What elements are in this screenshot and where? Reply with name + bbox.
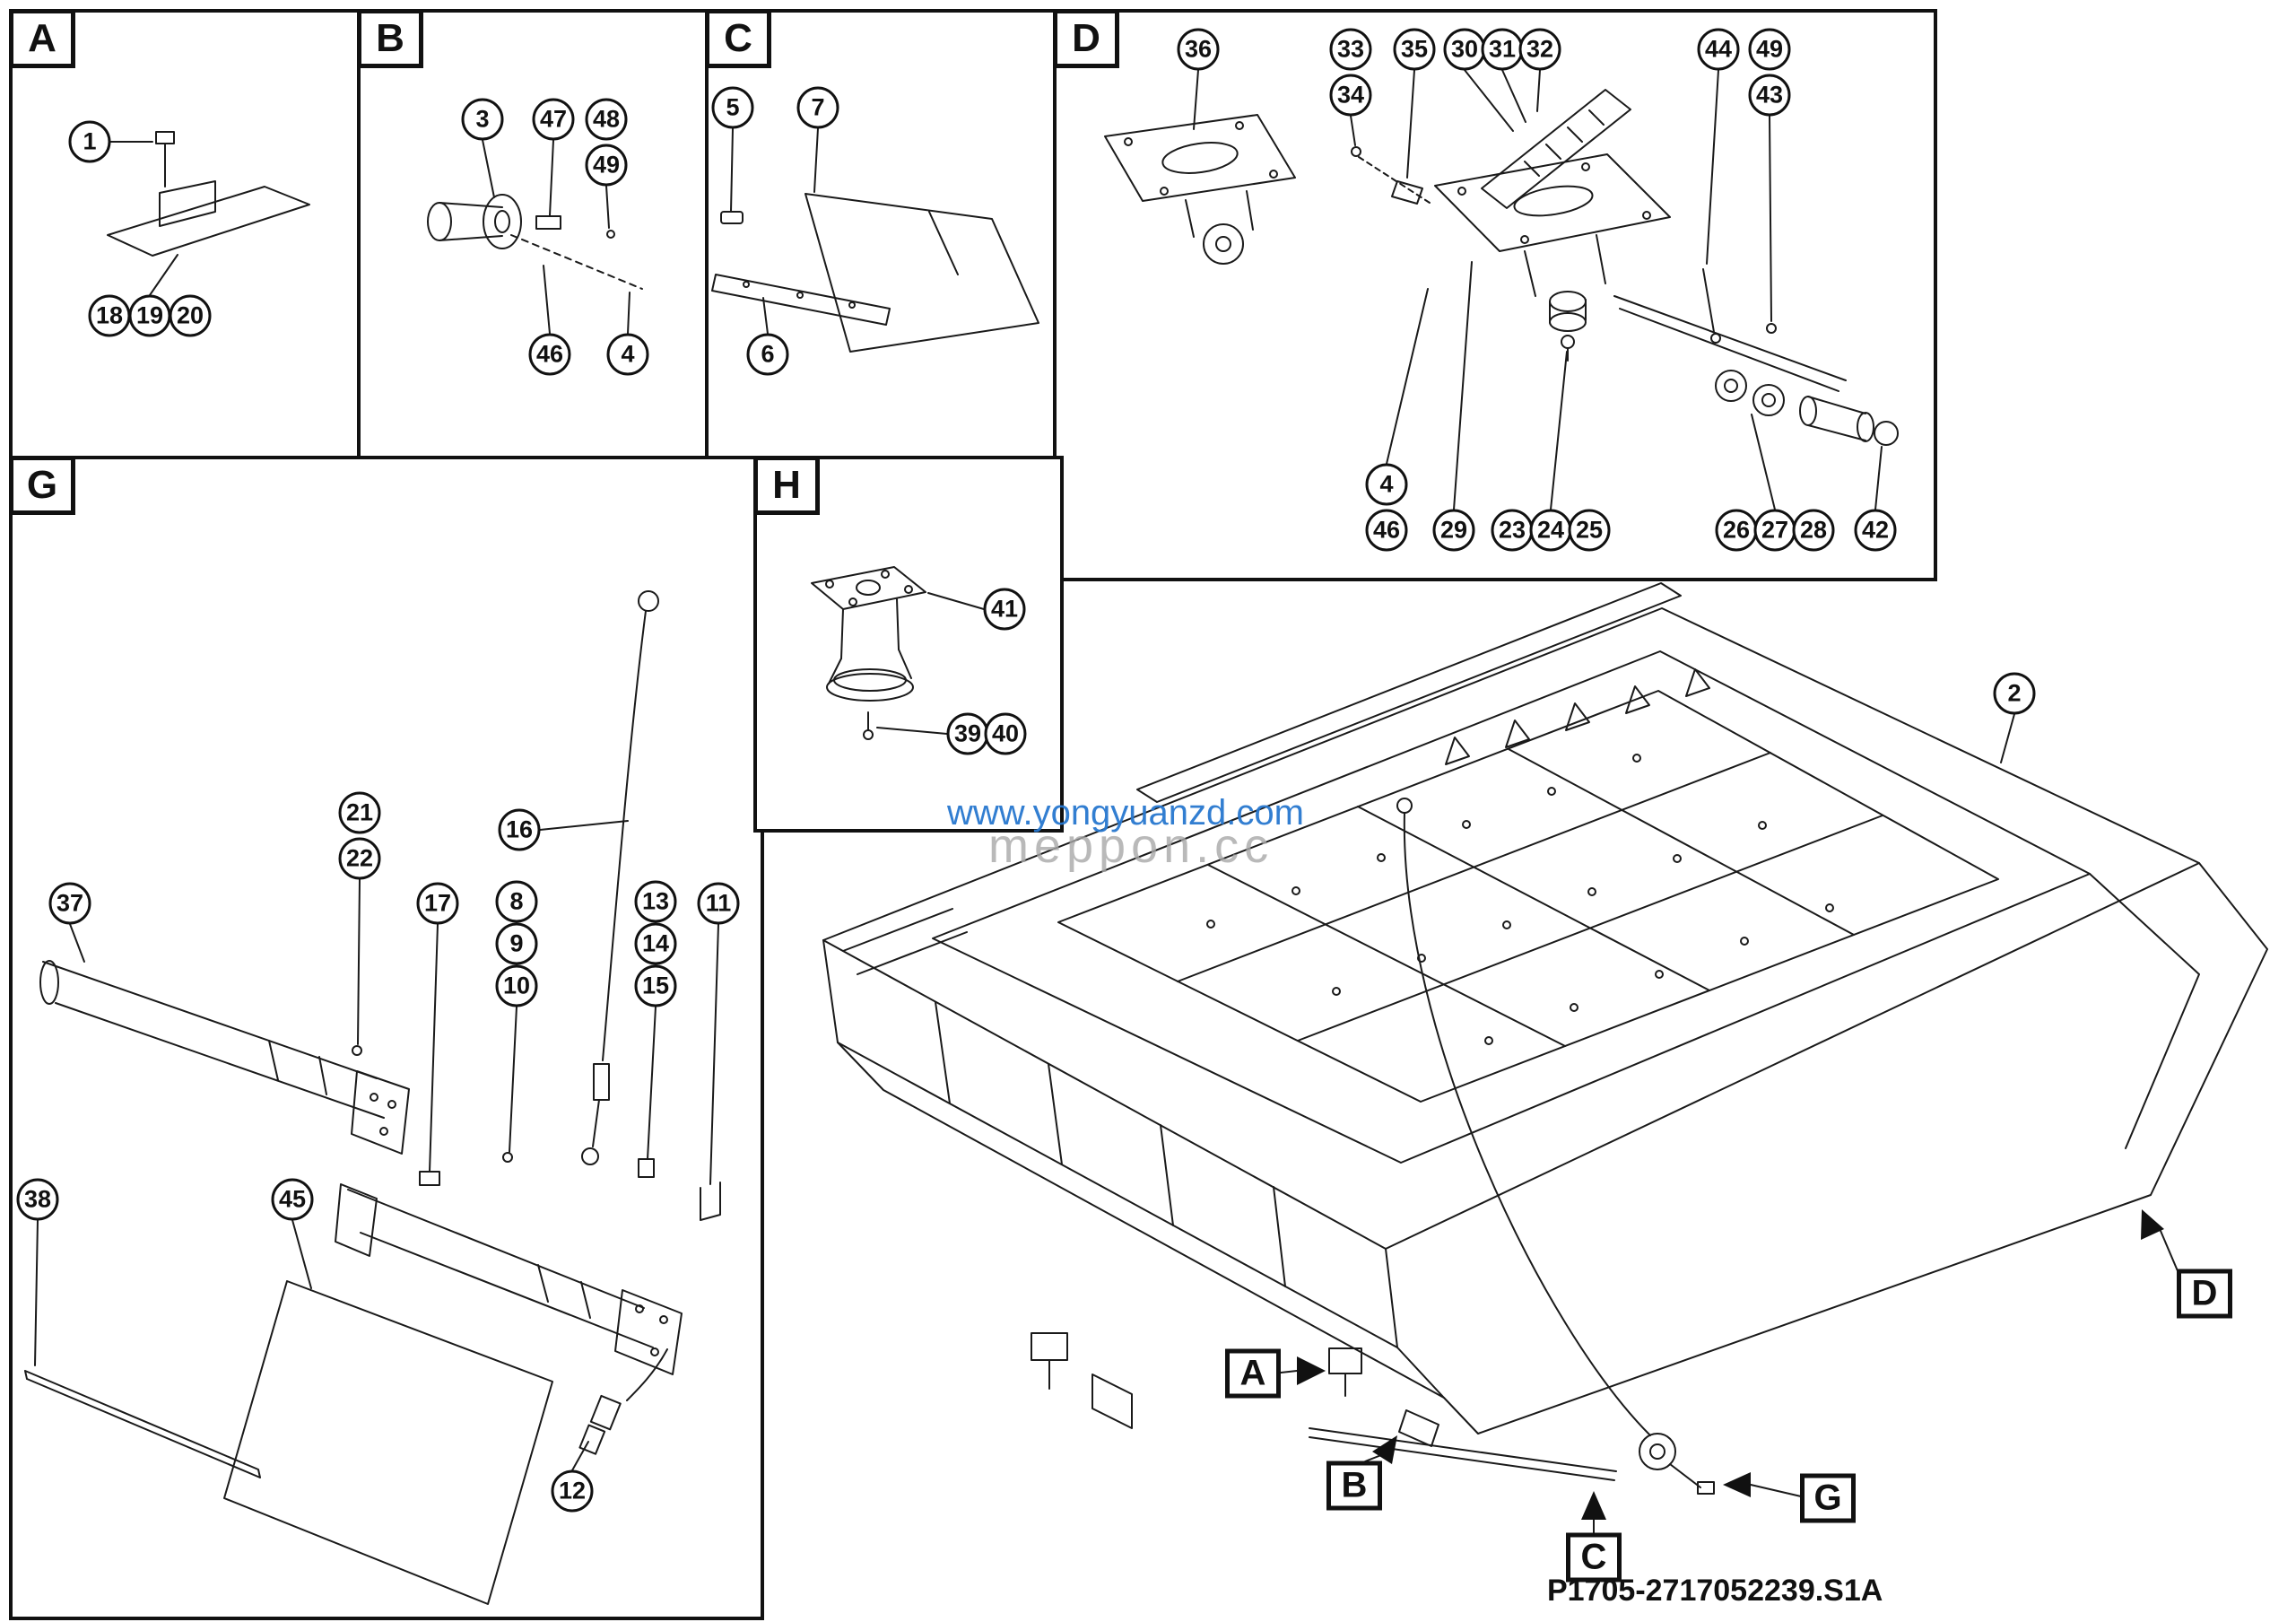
panel-c-label: C [705,9,771,68]
watermark-brand: meppon.cc [988,819,1274,873]
panel-h-label: H [753,456,820,515]
section-marker-b: B [1326,1461,1382,1511]
panel-d: D [1053,9,1937,581]
section-marker-d: D [2177,1269,2232,1319]
panel-g-label: G [9,456,75,515]
panel-a-label: A [9,9,75,68]
part-number: P1705-2717052239.S1A [1547,1574,1883,1608]
panel-d-label: D [1053,9,1119,68]
panel-b-label: B [357,9,423,68]
callout-2: 2 [1993,672,2036,715]
panel-b: B [357,9,716,467]
panel-g: G [9,456,764,1620]
panel-c: C [705,9,1064,467]
panel-h: H [753,456,1064,833]
section-arrow-icons [1297,1209,2164,1520]
section-marker-a: A [1225,1348,1281,1399]
panel-a: A [9,9,368,467]
section-marker-g: G [1800,1473,1856,1523]
